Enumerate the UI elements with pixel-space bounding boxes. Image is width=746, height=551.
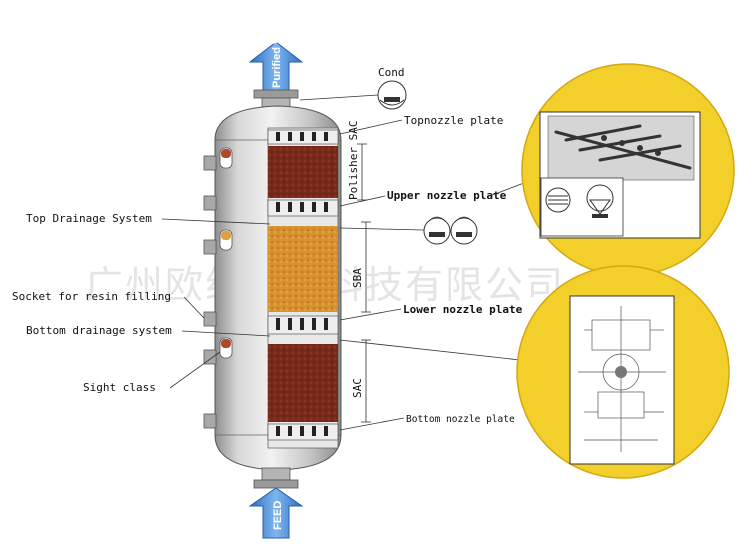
sac-resin bbox=[268, 344, 338, 422]
vessel-cutaway bbox=[267, 127, 339, 449]
sight-glass-3 bbox=[219, 337, 233, 359]
socket-1 bbox=[203, 155, 217, 171]
sight-class-label: Sight class bbox=[83, 381, 156, 394]
engineering-drawing bbox=[569, 295, 675, 465]
sight-glasses bbox=[219, 147, 233, 359]
socket-3 bbox=[203, 239, 217, 255]
middle-gauges bbox=[339, 216, 478, 245]
lower-nozzle-detail bbox=[516, 265, 730, 479]
sba-label: SBA bbox=[351, 268, 364, 288]
socket-5 bbox=[203, 349, 217, 365]
cond-label: Cond bbox=[378, 66, 405, 79]
upper-nozzle-detail bbox=[521, 63, 735, 277]
socket-4 bbox=[203, 311, 217, 327]
top-drainage-system-label: Top Drainage System bbox=[26, 212, 152, 225]
bottom-drainage-system-label: Bottom drainage system bbox=[26, 324, 172, 337]
top-flange bbox=[253, 89, 299, 99]
feed-arrow: FEED bbox=[248, 487, 304, 539]
lower-nozzle-plate-label: Lower nozzle plate bbox=[403, 303, 523, 316]
purified-water-arrow: Purified Water bbox=[248, 13, 304, 93]
bottom-nozzle bbox=[261, 467, 291, 481]
zone-brackets bbox=[357, 143, 371, 423]
purified-water-label: Purified Water bbox=[271, 13, 283, 88]
side-sockets bbox=[203, 155, 217, 429]
sight-glass-1 bbox=[219, 147, 233, 169]
cond-gauge bbox=[299, 80, 407, 110]
socket-2 bbox=[203, 195, 217, 211]
socket-resin-filling-label: Socket for resin filling bbox=[12, 290, 171, 303]
bottom-nozzle-plate-label: Bottom nozzle plate bbox=[406, 414, 515, 425]
polisher-sac-label: Polisher SAC bbox=[347, 121, 360, 200]
sac-label: SAC bbox=[351, 378, 364, 398]
socket-6 bbox=[203, 413, 217, 429]
polisher-sac-resin bbox=[268, 146, 338, 198]
sba-resin bbox=[268, 226, 338, 312]
nozzle-plate-sketch bbox=[540, 177, 624, 237]
bottom-flange bbox=[253, 479, 299, 489]
sight-glass-2 bbox=[219, 229, 233, 251]
feed-label: FEED bbox=[272, 501, 284, 530]
top-nozzle-plate-label: Topnozzle plate bbox=[404, 114, 503, 127]
upper-nozzle-plate-label: Upper nozzle plate bbox=[387, 189, 507, 202]
